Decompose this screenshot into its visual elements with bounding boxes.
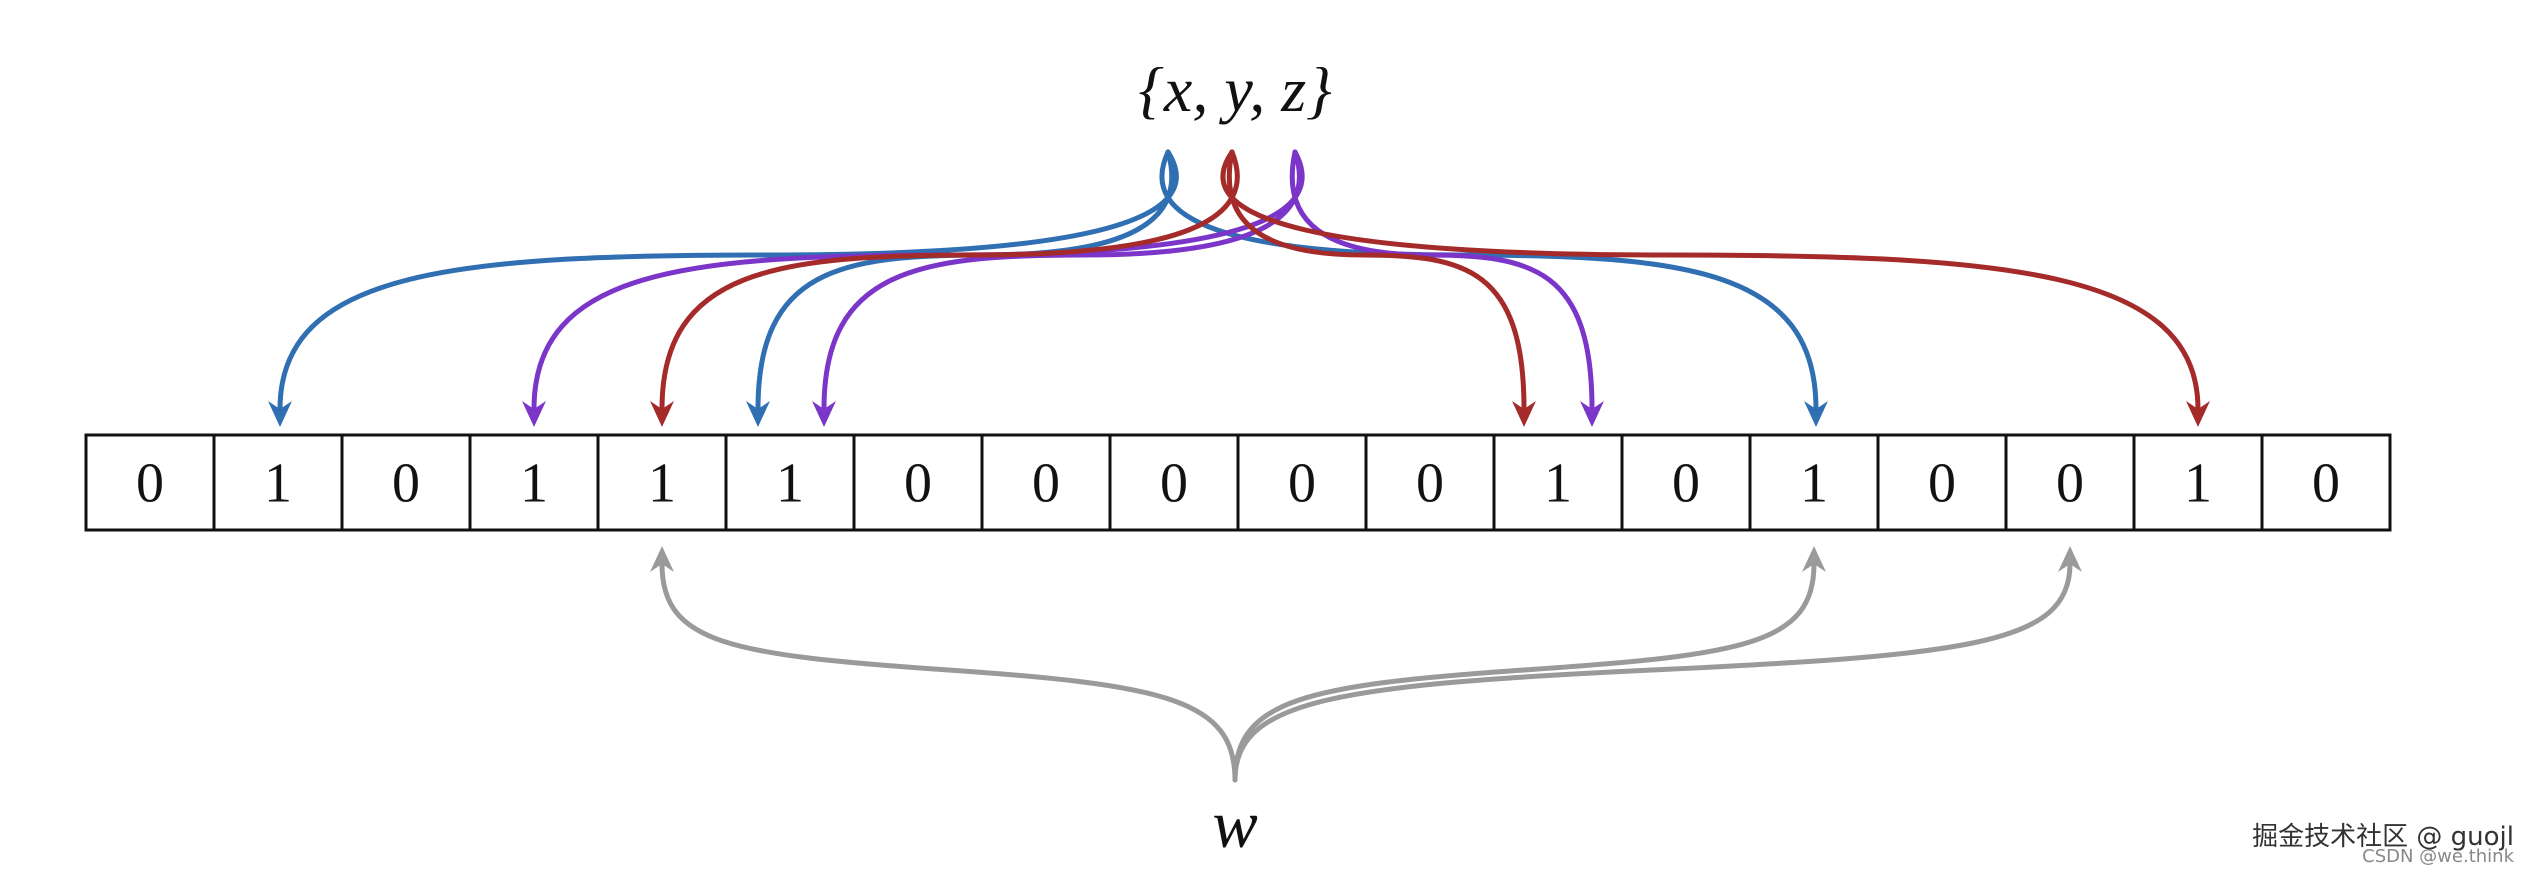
bit-cell	[2132, 433, 2264, 532]
bit-value: 1	[520, 453, 548, 515]
arrow-head	[2058, 546, 2082, 572]
bit-cell	[1876, 433, 2008, 532]
arrow-head	[522, 401, 546, 427]
bit-value: 0	[2056, 453, 2084, 515]
watermark-juejin: 掘金技术社区 @ guojl	[2252, 822, 2514, 852]
bit-value: 0	[1288, 453, 1316, 515]
arrow-head	[1802, 546, 1826, 572]
bit-value: 0	[1928, 453, 1956, 515]
bit-value: 1	[1800, 453, 1828, 515]
arrow-head	[650, 546, 674, 572]
set-label: {x, y, z}	[1138, 54, 1332, 125]
bit-cell	[1748, 433, 1880, 532]
arrow-head	[1512, 401, 1536, 427]
watermark-csdn: CSDN @we.think	[2362, 846, 2514, 867]
bit-cell	[980, 433, 1112, 532]
arrow-head	[2186, 401, 2210, 427]
mapping-arrow	[755, 149, 1175, 412]
bit-cell	[1236, 433, 1368, 532]
bit-value: 0	[1032, 453, 1060, 515]
arrow-head	[746, 401, 770, 427]
arrow-head	[268, 401, 292, 427]
mapping-arrow	[277, 149, 1179, 412]
bit-value: 1	[1544, 453, 1572, 515]
mapping-arrow	[1226, 149, 1527, 412]
mapping-arrow	[821, 149, 1302, 412]
arrow-head	[812, 401, 836, 427]
arrow-layer	[268, 149, 2210, 783]
bit-cell	[724, 433, 856, 532]
bit-value: 1	[264, 453, 292, 515]
mapping-arrow	[659, 561, 1238, 783]
bit-value: 0	[1672, 453, 1700, 515]
query-label: w	[1212, 786, 1258, 862]
bit-cell	[212, 433, 344, 532]
bit-cell	[2260, 433, 2392, 532]
mapping-arrow	[1159, 149, 1819, 412]
bit-value: 1	[2184, 453, 2212, 515]
bit-cell	[2004, 433, 2136, 532]
bit-value: 0	[904, 453, 932, 515]
mapping-arrow	[1220, 149, 2201, 412]
bit-value: 0	[1416, 453, 1444, 515]
bit-cell	[1492, 433, 1624, 532]
mapping-arrow	[1289, 149, 1595, 412]
mapping-arrow	[531, 149, 1305, 412]
mapping-arrow	[1232, 561, 1817, 783]
bit-value: 1	[776, 453, 804, 515]
bit-cell	[1620, 433, 1752, 532]
mapping-arrow	[659, 149, 1240, 412]
arrow-head	[650, 401, 674, 427]
arrow-head	[1580, 401, 1604, 427]
bit-cell	[468, 433, 600, 532]
arrow-head	[1804, 401, 1828, 427]
bit-value: 0	[392, 453, 420, 515]
bit-value: 0	[136, 453, 164, 515]
bit-array: 0 1 0 1 1 1 0 0 0 0 0 1 0 1 0 0 1 0	[84, 433, 2392, 532]
bit-value: 0	[2312, 453, 2340, 515]
mapping-arrow	[1232, 561, 2073, 783]
bit-value: 0	[1160, 453, 1188, 515]
bit-value: 1	[648, 453, 676, 515]
bit-cell	[340, 433, 472, 532]
bit-cell	[1108, 433, 1240, 532]
bit-cell	[84, 433, 216, 532]
bit-cell	[1364, 433, 1496, 532]
